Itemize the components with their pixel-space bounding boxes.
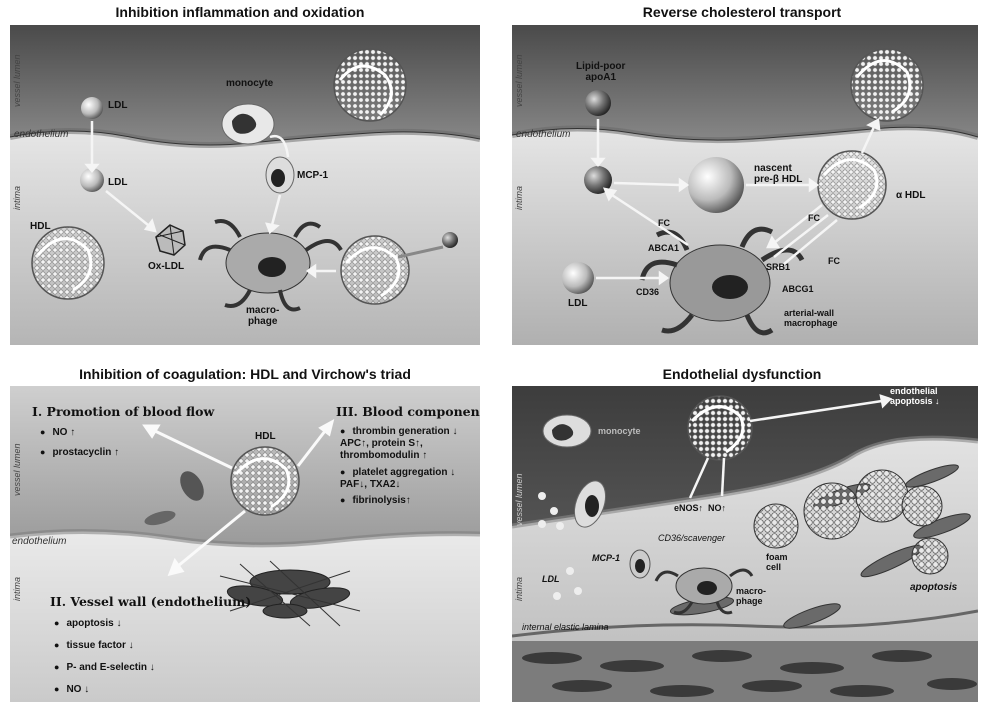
label-hdl: HDL — [255, 431, 276, 442]
item-wall-2: P- and E-selectin ↓ — [54, 661, 155, 674]
label-fc-1: FC — [658, 218, 670, 228]
label-abcg1: ABCG1 — [782, 284, 814, 294]
nascent-hdl-particle — [688, 157, 744, 213]
panel-inflammation-art — [10, 25, 480, 345]
panel-title-inflammation: Inhibition inflammation and oxidation — [0, 0, 480, 24]
panel-coagulation: vessel lumen intima endothelium HDL I. P… — [10, 386, 480, 702]
item-wall-1: tissue factor ↓ — [54, 639, 134, 652]
label-vessel-lumen: vessel lumen — [514, 54, 524, 107]
migrating-monocyte — [266, 157, 294, 193]
ldl-particle — [562, 262, 594, 294]
label-internal-elastic-lamina: internal elastic lamina — [522, 622, 609, 632]
label-cd36-scavenger: CD36/scavenger — [658, 533, 725, 543]
label-intima: intima — [514, 577, 524, 601]
label-macrophage: macro- phage — [736, 586, 766, 606]
heading-vessel-wall: II. Vessel wall (endothelium) — [50, 594, 251, 609]
item-flow-0: NO ↑ — [40, 426, 75, 439]
label-cd36: CD36 — [636, 287, 659, 297]
item-wall-0: apoptosis ↓ — [54, 617, 121, 630]
label-ox-ldl: Ox-LDL — [148, 261, 184, 272]
ldl-particle-lumen — [81, 97, 103, 119]
label-endothelium: endothelium — [516, 129, 570, 140]
label-vessel-lumen: vessel lumen — [514, 473, 524, 526]
label-abca1: ABCA1 — [648, 243, 679, 253]
label-apoptosis: apoptosis — [910, 582, 957, 593]
hdl-particle-left — [32, 227, 104, 299]
item-blood-2: fibrinolysis↑ — [340, 494, 411, 507]
label-foam-cell: foam cell — [766, 552, 788, 572]
panel-inflammation: vessel lumen intima endothelium monocyte… — [10, 25, 480, 345]
label-ldl-intima: LDL — [108, 177, 127, 188]
apoa1-ball — [442, 232, 458, 248]
label-fc-3: FC — [828, 256, 840, 266]
label-endothelial-apoptosis: endothelial apoptosis ↓ — [890, 386, 940, 406]
label-ldl: LDL — [542, 574, 560, 584]
migrating-monocyte — [630, 550, 650, 578]
hdl-particle-top — [334, 49, 406, 121]
label-fc-2: FC — [808, 213, 820, 223]
label-srb1: SRB1 — [766, 262, 790, 272]
hdl-particle — [688, 396, 752, 460]
item-blood-1: platelet aggregation ↓ PAF↓, TXA2↓ — [340, 466, 455, 491]
hdl-particle-right — [341, 236, 409, 304]
label-intima: intima — [12, 577, 22, 601]
label-alpha-hdl: α HDL — [896, 190, 925, 201]
monocyte-cell — [543, 415, 591, 447]
panel-endothelial-dysfunction: vessel lumen intima monocyte endothelial… — [512, 386, 978, 702]
label-nascent-hdl: nascent pre-β HDL — [754, 163, 802, 185]
panel-endothelial-art — [512, 386, 978, 702]
panel-title-coagulation: Inhibition of coagulation: HDL and Virch… — [0, 362, 490, 386]
label-monocyte: monocyte — [226, 78, 273, 89]
label-ldl-lumen: LDL — [108, 100, 127, 111]
label-macrophage: macro- phage — [246, 305, 279, 327]
label-arterial-wall-macrophage: arterial-wall macrophage — [784, 308, 838, 328]
label-vessel-lumen: vessel lumen — [12, 54, 22, 107]
label-intima: intima — [12, 186, 22, 210]
heading-blood-components: III. Blood components — [336, 404, 480, 419]
label-intima: intima — [514, 186, 524, 210]
monocyte-cell — [222, 104, 274, 144]
label-endothelium: endothelium — [14, 129, 68, 140]
label-endothelium: endothelium — [12, 536, 66, 547]
label-lipid-poor-apoa1: Lipid-poor apoA1 — [576, 61, 625, 83]
alpha-hdl-particle — [818, 151, 886, 219]
label-vessel-lumen: vessel lumen — [12, 443, 22, 496]
hdl-particle — [231, 447, 299, 515]
label-enos-no: eNOS↑ NO↑ — [674, 503, 726, 513]
panel-title-endothelial-dysfunction: Endothelial dysfunction — [500, 362, 984, 386]
item-blood-0: thrombin generation ↓ APC↑, protein S↑, … — [340, 425, 457, 462]
heading-promotion-blood-flow: I. Promotion of blood flow — [32, 404, 214, 419]
panel-cholesterol-transport: vessel lumen intima endothelium Lipid-po… — [512, 25, 978, 345]
panel-title-cholesterol-transport: Reverse cholesterol transport — [500, 0, 984, 24]
label-monocyte: monocyte — [598, 426, 641, 436]
label-ldl: LDL — [568, 298, 587, 309]
hdl-particle-lumen — [851, 49, 923, 121]
label-mcp1: MCP-1 — [297, 170, 328, 181]
item-flow-1: prostacyclin ↑ — [40, 446, 119, 459]
label-mcp1: MCP-1 — [592, 553, 620, 563]
label-hdl: HDL — [30, 221, 51, 232]
item-wall-3: NO ↓ — [54, 683, 89, 696]
apoa1-particle-lumen — [585, 90, 611, 116]
